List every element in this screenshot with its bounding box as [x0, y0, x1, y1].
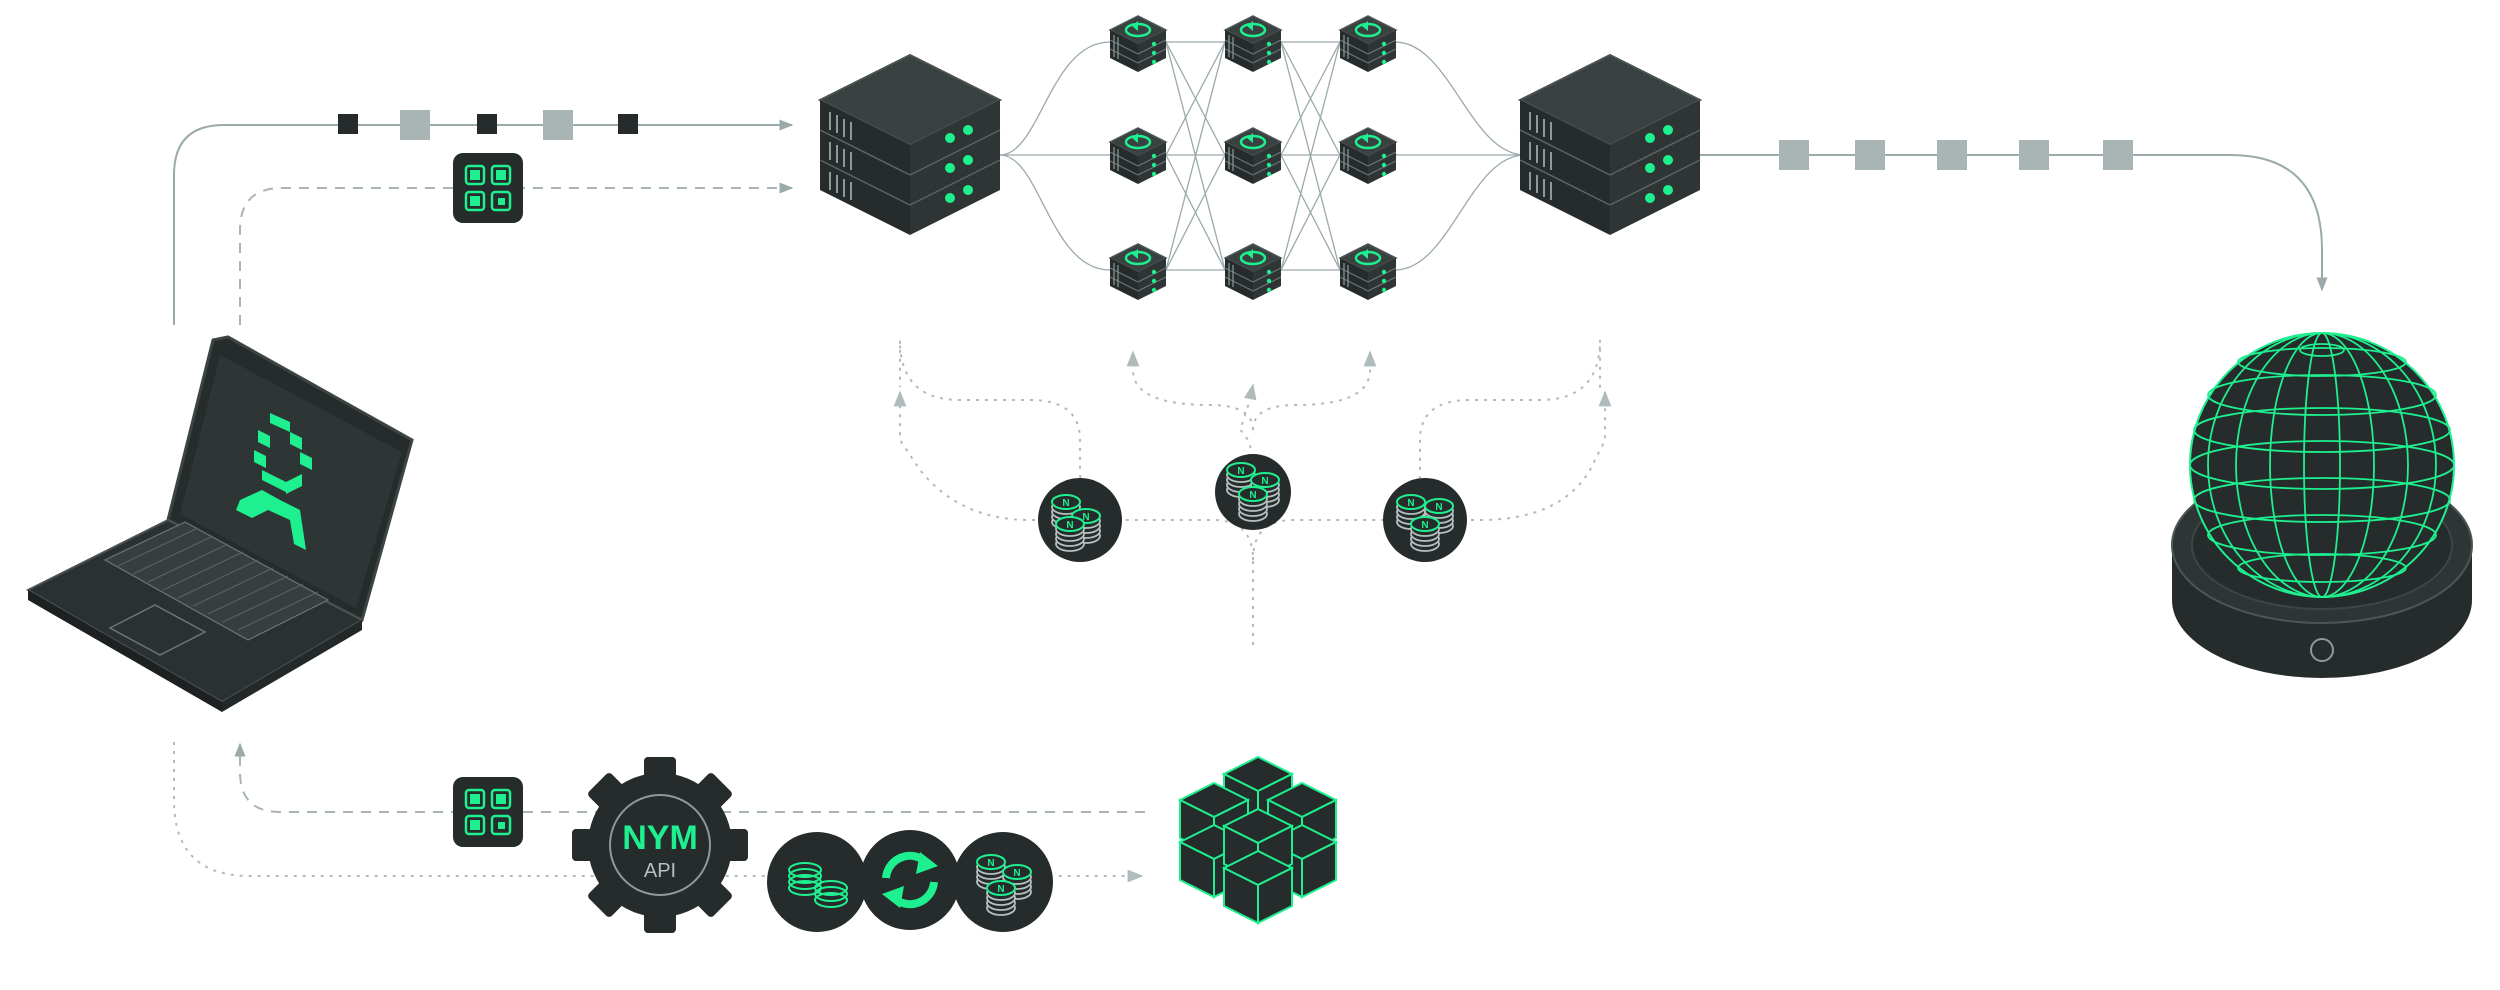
user-avatar-icon: [236, 413, 312, 550]
sphinx-packets-outbound: [338, 110, 638, 140]
packet: [2019, 140, 2049, 170]
mixnode-server-icon: [1108, 242, 1168, 302]
mixnode-server-icon: [1108, 126, 1168, 186]
nym-api-gear-icon: NYM API: [572, 757, 748, 933]
mixnet-layers: [1108, 14, 1398, 302]
credential-chip-icon: [451, 151, 525, 225]
blockchain-cubes-icon: [1179, 756, 1337, 924]
api-label: API: [644, 860, 676, 882]
laptop-icon: [25, 335, 414, 712]
mixnode-server-icon: [1338, 14, 1398, 74]
token-swap-group: [767, 830, 1053, 932]
nym-logo-text: NYM: [622, 819, 698, 857]
credential-token-icon: [767, 832, 867, 932]
swap-arrows-icon: [860, 830, 960, 930]
staking-token-left: [1038, 478, 1122, 562]
mixnode-server-icon: [1338, 242, 1398, 302]
exit-gateway-server-icon: [1519, 54, 1701, 236]
packet: [477, 114, 497, 134]
entry-gateway-server-icon: [819, 54, 1001, 236]
mixnode-server-icon: [1223, 14, 1283, 74]
mixnode-server-icon: [1338, 126, 1398, 186]
connection-lines: [173, 41, 2328, 883]
packet: [543, 110, 573, 140]
packet: [1855, 140, 1885, 170]
staking-token-center: [1215, 454, 1291, 530]
mixnode-server-icon: [1223, 242, 1283, 302]
mixnode-server-icon: [1223, 126, 1283, 186]
globe-icon: [2171, 332, 2473, 678]
packet: [1779, 140, 1809, 170]
nym-token-stack-icon: [953, 832, 1053, 932]
packet: [2103, 140, 2133, 170]
packet: [338, 114, 358, 134]
packets-to-internet: [1779, 140, 2133, 170]
credential-chip-icon: [451, 775, 525, 849]
packet: [1937, 140, 1967, 170]
staking-token-right: [1383, 478, 1467, 562]
packet: [618, 114, 638, 134]
packet: [400, 110, 430, 140]
mixnode-server-icon: [1108, 14, 1168, 74]
